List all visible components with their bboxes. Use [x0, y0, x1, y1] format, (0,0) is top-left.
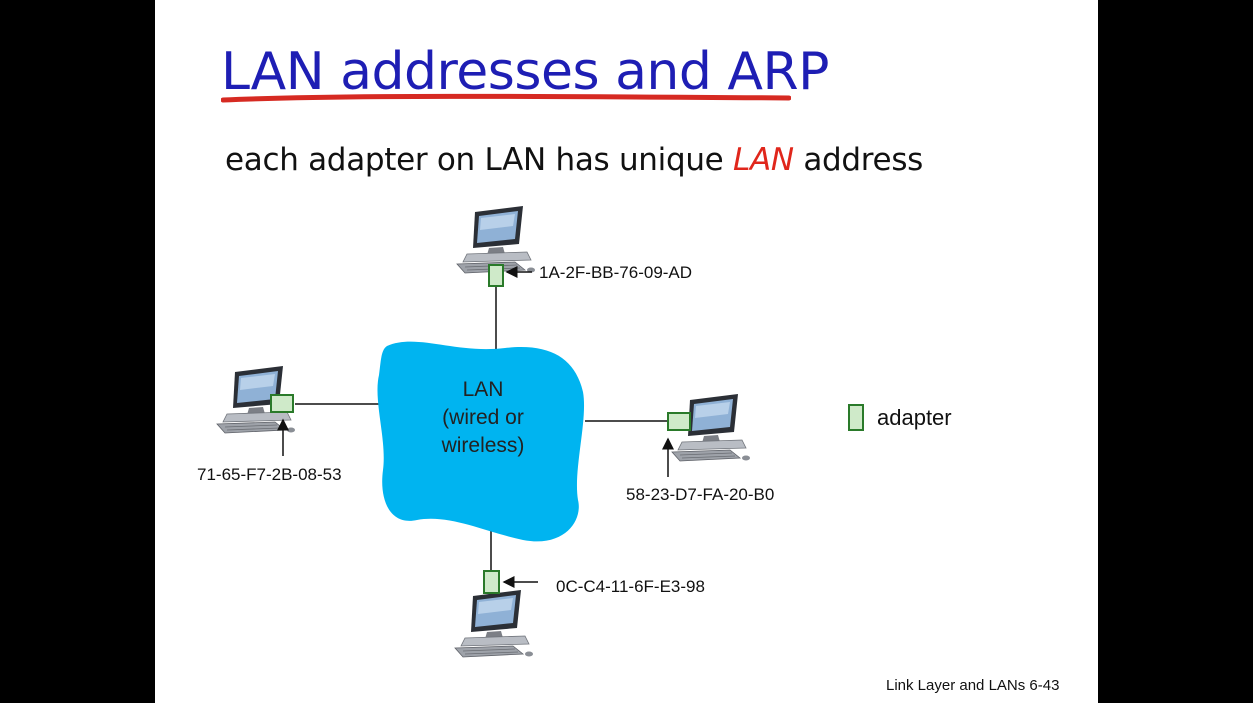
slide-subtitle: each adapter on LAN has unique LAN addre…	[225, 142, 923, 178]
adapter-right-icon	[667, 412, 691, 431]
lan-cloud	[377, 341, 585, 542]
lan-label: LAN (wired or wireless)	[385, 376, 581, 460]
computer-top-icon	[456, 205, 536, 274]
lan-diagram	[216, 205, 864, 658]
computer-bottom-icon	[454, 589, 534, 658]
mac-address-bottom: 0C-C4-11-6F-E3-98	[556, 577, 705, 596]
subtitle-before: each adapter on LAN has unique	[225, 142, 733, 178]
slide-footer: Link Layer and LANs 6-43	[886, 677, 1060, 694]
mac-address-top: 1A-2F-BB-76-09-AD	[539, 263, 693, 282]
subtitle-highlight: LAN	[733, 142, 794, 178]
mac-address-right: 58-23-D7-FA-20-B0	[626, 485, 775, 504]
slide: LAN addresses and ARP each adapter on LA…	[155, 0, 1098, 703]
lan-label-line3: wireless)	[441, 434, 525, 457]
adapter-left-icon	[270, 394, 294, 413]
slide-title: LAN addresses and ARP	[221, 42, 830, 102]
mac-address-left: 71-65-F7-2B-08-53	[197, 465, 342, 484]
title-underline	[221, 93, 791, 103]
legend-label: adapter	[877, 405, 952, 430]
subtitle-after: address	[793, 142, 924, 178]
adapter-bottom-icon	[483, 570, 500, 594]
lan-label-line1: LAN	[462, 378, 504, 401]
adapter-top-icon	[488, 264, 504, 287]
legend-adapter-icon	[848, 404, 864, 431]
lan-label-line2: (wired or	[442, 406, 524, 429]
